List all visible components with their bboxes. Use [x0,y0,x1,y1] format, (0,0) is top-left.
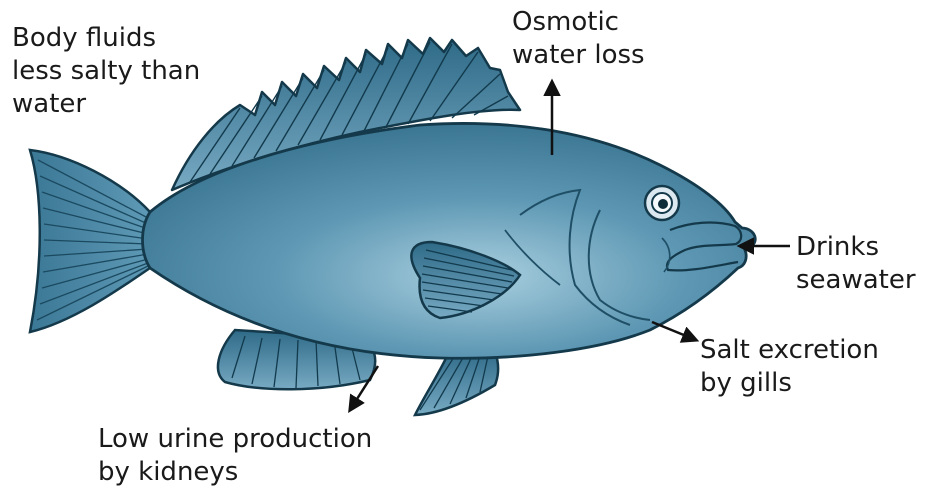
tail-fin [30,150,150,332]
label-osmotic-water-loss: Osmotic water loss [512,6,645,72]
label-body-fluids: Body fluids less salty than water [12,22,200,121]
label-drinks-seawater: Drinks seawater [796,231,916,297]
anal-fin [415,350,498,415]
label-salt-excretion: Salt excretion by gills [700,334,879,400]
salt-arrow [652,322,696,340]
label-low-urine-production: Low urine production by kidneys [98,423,372,489]
